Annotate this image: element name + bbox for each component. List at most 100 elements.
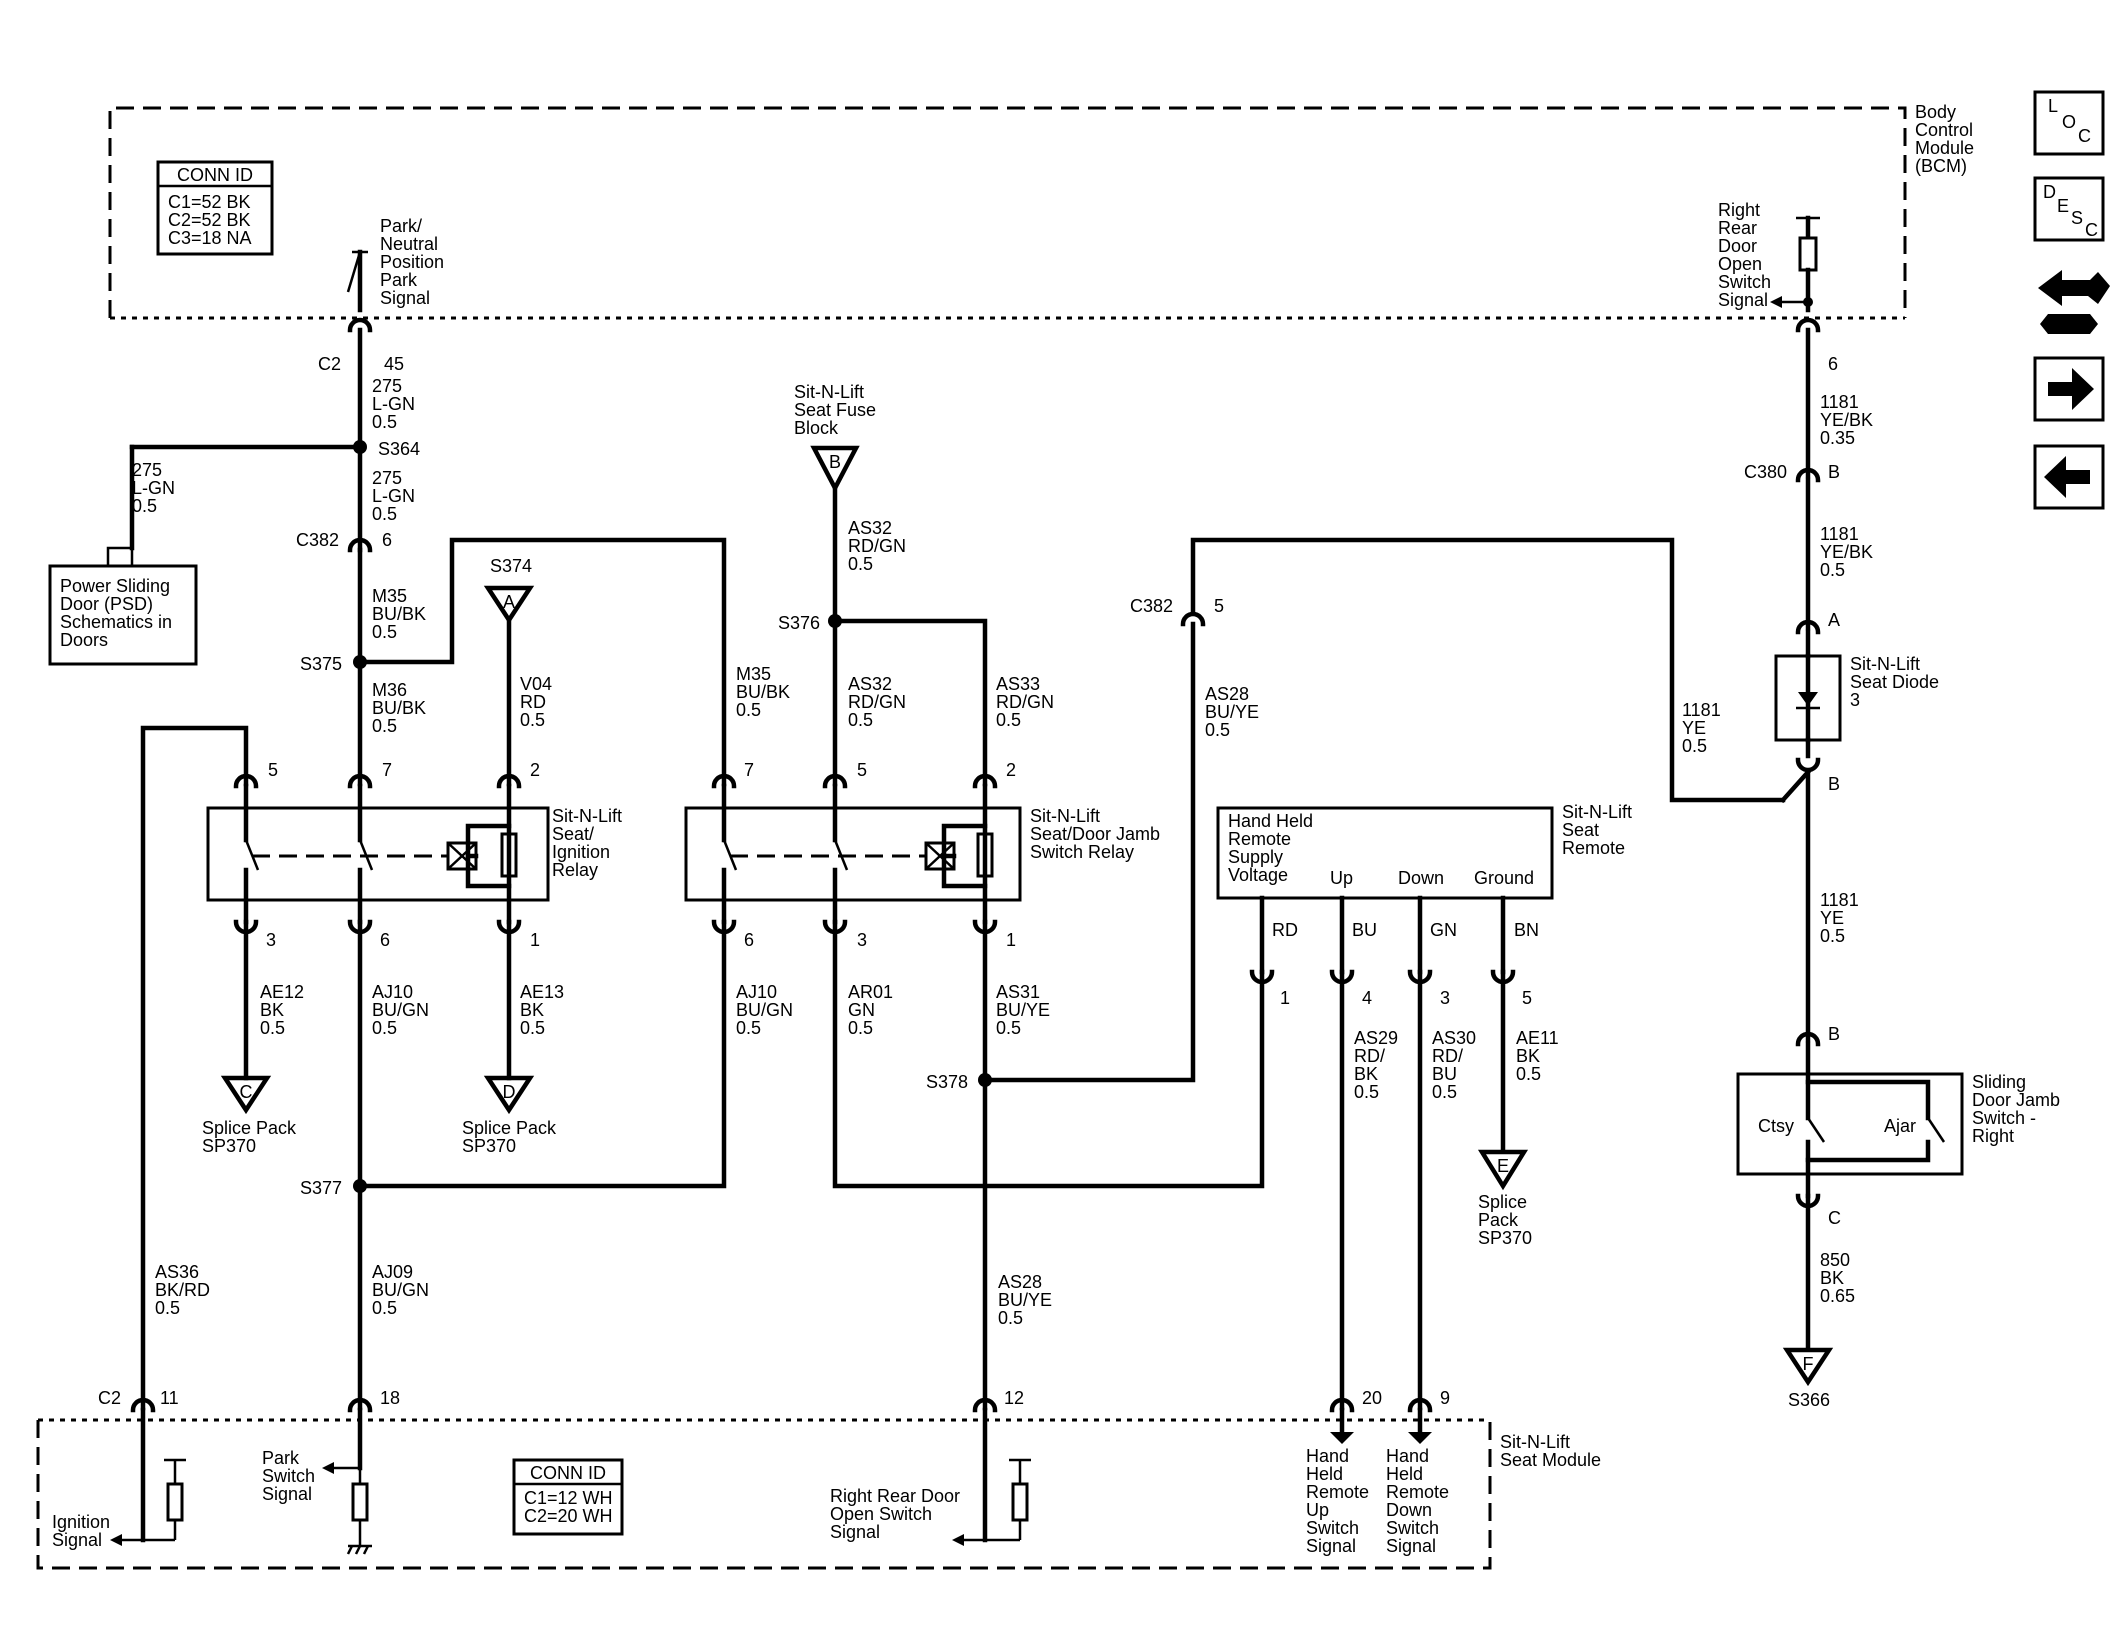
arrow-right-button[interactable] (2033, 356, 2105, 422)
connector-icon[interactable] (2038, 270, 2110, 334)
splice-s374: S374 (490, 556, 532, 576)
r2-pin1: 1 (1006, 930, 1016, 950)
nav-desc-e: E (2057, 196, 2069, 216)
r2-pin6: 6 (744, 930, 754, 950)
c382-b-pin: 5 (1214, 596, 1224, 616)
c382-a-pin: 6 (382, 530, 392, 550)
bcm-conn-title: CONN ID (177, 165, 253, 185)
remote-pin4: 4 (1362, 988, 1372, 1008)
arrow-left-icon (2044, 456, 2090, 498)
remote-wire-bn: BN (1514, 920, 1539, 940)
nav-desc-c: C (2085, 220, 2098, 240)
arrow-right-icon (2048, 368, 2094, 410)
c2-pin-20: 20 (1362, 1388, 1382, 1408)
remote-wire-rd: RD (1272, 920, 1298, 940)
nav-desc-button[interactable]: D E S C (2033, 176, 2105, 242)
nav-loc-button[interactable]: L O C (2033, 90, 2105, 156)
arrow-left-button[interactable] (2033, 444, 2105, 510)
r1-pin5: 5 (268, 760, 278, 780)
r1-pin3: 3 (266, 930, 276, 950)
nav-loc-l: L (2048, 96, 2058, 116)
splice-s364: S364 (378, 439, 420, 459)
r1-pin2: 2 (530, 760, 540, 780)
c2-pin-9: 9 (1440, 1388, 1450, 1408)
r2-pin7: 7 (744, 760, 754, 780)
c2-pin-45: 45 (384, 354, 404, 374)
remote-up-label: Up (1330, 868, 1353, 888)
splice-s375: S375 (300, 654, 342, 674)
seat-conn-line-2: C2=20 WH (524, 1506, 613, 1526)
splice-s378: S378 (926, 1072, 968, 1092)
bcm-conn-line-2: C2=52 BK (168, 210, 251, 230)
bcm-conn-line-1: C1=52 BK (168, 192, 251, 212)
remote-wire-bu: BU (1352, 920, 1377, 940)
ref-e: E (1497, 1156, 1509, 1176)
ref-a-top: A (503, 592, 515, 612)
r1-pin6: 6 (380, 930, 390, 950)
c2-pin-18: 18 (380, 1388, 400, 1408)
r1-pin1: 1 (530, 930, 540, 950)
c2-top-label: C2 (318, 354, 341, 374)
seat-conn-line-1: C1=12 WH (524, 1488, 613, 1508)
c382-a-label: C382 (296, 530, 339, 550)
c2-pin-11: 11 (160, 1388, 179, 1408)
jamb-pin-c: C (1828, 1208, 1841, 1228)
r2-pin2: 2 (1006, 760, 1016, 780)
nav-loc-o: O (2062, 112, 2076, 132)
bcm-conn-line-3: C3=18 NA (168, 228, 252, 248)
diode-pin-b: B (1828, 774, 1840, 794)
remote-down-label: Down (1398, 868, 1444, 888)
switch-ajar: Ajar (1884, 1116, 1916, 1136)
remote-pin3: 3 (1440, 988, 1450, 1008)
remote-pin1: 1 (1280, 988, 1290, 1008)
nav-desc-s: S (2071, 208, 2083, 228)
remote-ground-label: Ground (1474, 868, 1534, 888)
nav-desc-d: D (2043, 182, 2056, 202)
diode-pin-a: A (1828, 610, 1840, 630)
